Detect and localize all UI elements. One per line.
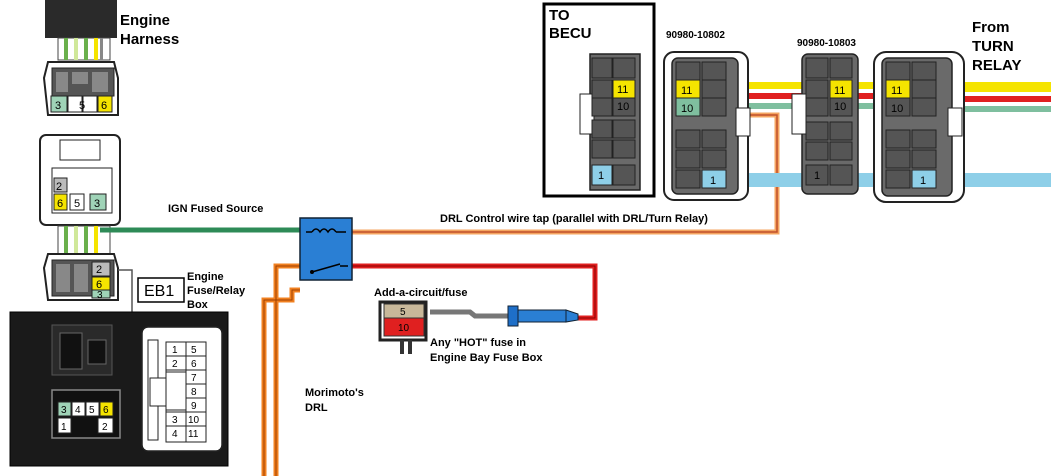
conn-b-pin-1: 1	[814, 170, 820, 182]
drl-tap-label: DRL Control wire tap (parallel with DRL/…	[440, 213, 708, 225]
hot-fuse-label-line2: Engine Bay Fuse Box	[430, 352, 543, 364]
eb1-pin-2: 2	[172, 359, 178, 370]
connector-90980-10802: 11 10 1	[663, 51, 751, 201]
conn-b-pin-11: 11	[834, 85, 845, 97]
becu-pin-10: 10	[617, 101, 629, 113]
hot-fuse-label-line1: Any "HOT" fuse in	[430, 337, 526, 349]
eb1-label-box: EB1	[137, 277, 185, 303]
connector-90980-10803: 11 10 1	[791, 53, 859, 195]
white-conn-pin-3: 3	[94, 198, 100, 210]
morimoto-drl-wire-b-edge	[263, 289, 300, 476]
hot-wire-inner	[352, 265, 596, 319]
add-circuit-label: Add-a-circuit/fuse	[374, 287, 468, 299]
fuse-10-label: 10	[398, 323, 410, 334]
add-circuit-pigtail	[430, 309, 515, 319]
eb1-pin-8: 8	[191, 387, 197, 398]
to-becu-label-line2: BECU	[549, 25, 592, 42]
conn-a-pin-11: 11	[681, 85, 692, 97]
relay-switch-icon	[299, 217, 353, 281]
from-turn-relay-label-line3: RELAY	[972, 57, 1021, 74]
harness-bottom-pin-3: 3	[97, 290, 103, 301]
white-conn-pin-6: 6	[57, 198, 63, 210]
fuse-5-label: 5	[400, 307, 406, 318]
from-turn-relay-label-line1: From	[972, 19, 1010, 36]
morimoto-drl-wire-a-edge	[275, 265, 300, 476]
to-becu-label-line1: TO	[549, 7, 570, 24]
engine-harness-label-line2: Harness	[120, 31, 179, 48]
relay-socket-pin-6: 6	[103, 405, 109, 416]
engine-harness-connector-bottom: 2 6 3	[42, 253, 119, 301]
eb1-label: EB1	[144, 283, 174, 300]
engine-fuse-box-label-line2: Fuse/Relay	[187, 285, 246, 297]
eb1-pin-1: 1	[172, 345, 178, 356]
eb1-pin-7: 7	[191, 373, 197, 384]
white-conn-pin-5: 5	[74, 198, 80, 210]
relay-socket-pin-4: 4	[75, 405, 81, 416]
harness-top-pin-6: 6	[101, 100, 107, 112]
harness-bottom-pin-2: 2	[96, 264, 102, 276]
ign-fused-source-label: IGN Fused Source	[168, 203, 263, 215]
eb1-pin-4: 4	[172, 429, 178, 440]
eb1-pin-6: 6	[191, 359, 197, 370]
from-turn-relay-label-line2: TURN	[972, 38, 1014, 55]
relay-socket-pin-3: 3	[61, 405, 67, 416]
becu-connector-box: 11 10 1	[542, 2, 656, 198]
relay-socket-pin-2: 2	[102, 422, 108, 433]
eb1-pin-10: 10	[188, 415, 200, 426]
part-a-label: 90980-10802	[666, 30, 725, 41]
relay-socket-pin-5: 5	[89, 405, 95, 416]
turn-relay-wires	[740, 82, 1051, 187]
harness-top-pin-3: 3	[55, 100, 61, 112]
conn-a-pin-1: 1	[710, 175, 716, 187]
morimoto-label-line2: DRL	[305, 402, 328, 414]
morimoto-drl-wire-b	[261, 287, 300, 476]
white-connector: 2 6 5 3	[39, 134, 121, 226]
harness-top-pin-5: 5	[79, 100, 85, 112]
conn-c-pin-1: 1	[920, 175, 926, 187]
engine-fuse-box-label-line1: Engine	[187, 271, 224, 283]
eb1-pin-3: 3	[172, 415, 178, 426]
engine-harness-connector-top: 3 5 6	[42, 61, 119, 116]
conn-b-pin-10: 10	[834, 101, 846, 113]
engine-fuse-box-label-line3: Box	[187, 299, 209, 311]
eb1-pin-11: 11	[188, 429, 199, 440]
becu-pin-1: 1	[598, 170, 604, 182]
turn-relay-connector: 11 10 1	[873, 51, 965, 203]
eb1-pin-5: 5	[191, 345, 197, 356]
engine-fuse-relay-box: 3 4 5 6 1 2 1 5 2 6 7 8 9 3 10 4 11	[9, 311, 229, 467]
part-b-label: 90980-10803	[797, 38, 856, 49]
add-a-circuit-fuse-icon: 5 10	[378, 300, 428, 354]
conn-c-pin-11: 11	[891, 85, 902, 97]
becu-pin-11: 11	[617, 84, 628, 96]
inline-fuse-holder-icon	[507, 305, 579, 327]
conn-a-pin-10: 10	[681, 103, 693, 115]
white-conn-pin-2: 2	[56, 181, 62, 193]
morimoto-label-line1: Morimoto's	[305, 387, 364, 399]
engine-harness-cable-top	[45, 0, 117, 61]
harness-bottom-pin-6: 6	[96, 279, 102, 291]
conn-c-pin-10: 10	[891, 103, 903, 115]
eb1-pin-9: 9	[191, 401, 197, 412]
engine-harness-label-line1: Engine	[120, 12, 170, 29]
relay-socket-pin-1: 1	[61, 422, 67, 433]
